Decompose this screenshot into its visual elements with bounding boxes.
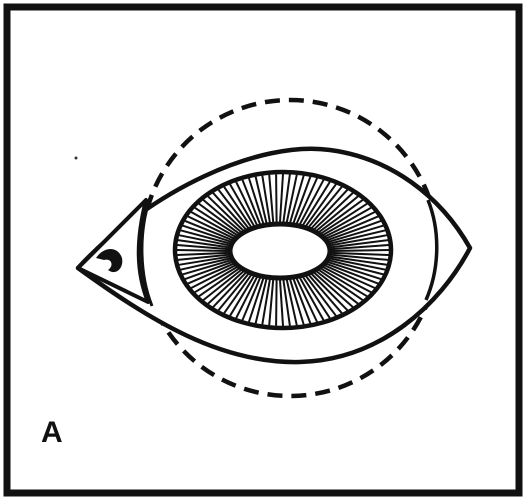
iris-striation bbox=[276, 174, 277, 222]
iris-striation bbox=[177, 250, 228, 251]
stray-dot bbox=[75, 157, 78, 160]
pupil bbox=[230, 224, 330, 278]
iris-striation bbox=[332, 250, 389, 251]
iris-striation bbox=[276, 280, 277, 326]
panel-label: A bbox=[41, 418, 63, 448]
